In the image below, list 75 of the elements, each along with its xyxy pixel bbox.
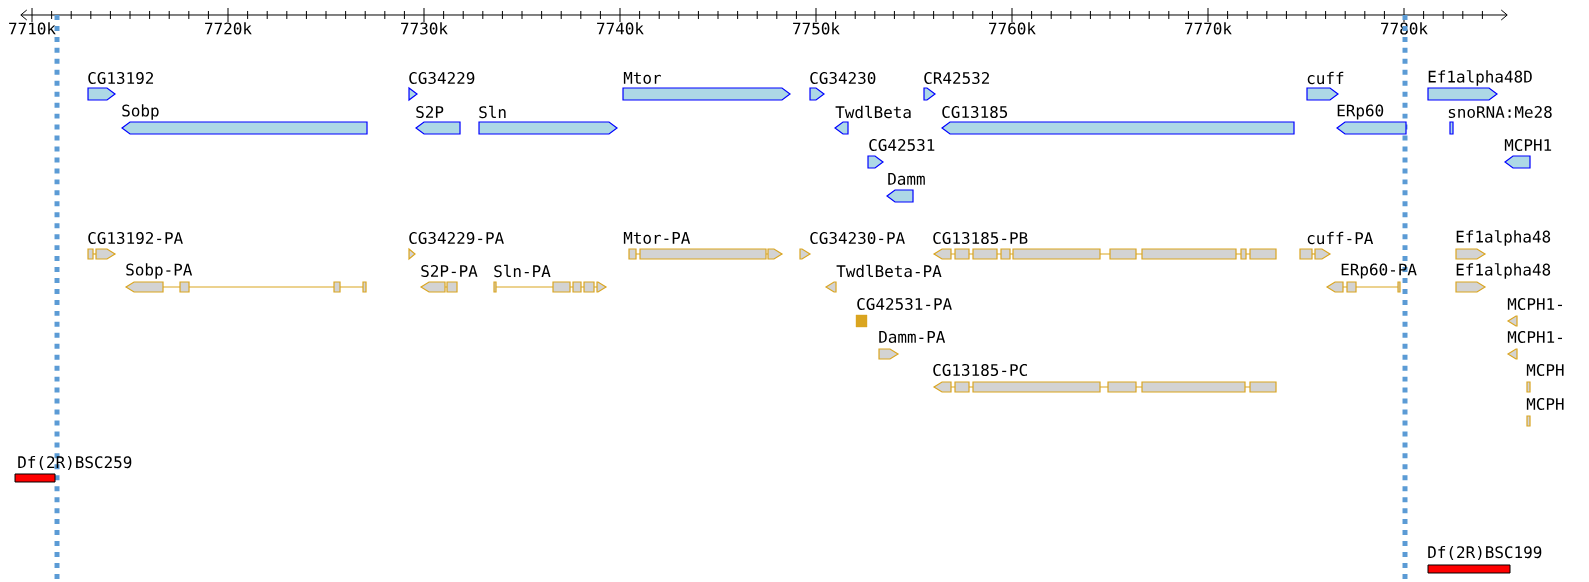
gene-feature: Ef1alpha48D bbox=[1427, 70, 1532, 101]
node-label: Ef1alpha48 bbox=[1456, 263, 1551, 279]
node-label: TwdlBeta-PA bbox=[836, 264, 942, 278]
node-label: MCPH bbox=[1526, 363, 1564, 377]
deficiency-bar: Df(2R)BSC259 bbox=[14, 455, 132, 483]
gene-feature: CG13192 bbox=[87, 71, 154, 101]
node-label: S2P-PA bbox=[421, 264, 478, 278]
transcript-feature: cuff-PA bbox=[1299, 231, 1374, 260]
node-label: CG13192-PA bbox=[88, 231, 183, 245]
tick-label: 7710k bbox=[9, 22, 56, 35]
tick-label: 7730k bbox=[401, 22, 448, 35]
gene-feature: snoRNA:Me28 bbox=[1448, 105, 1552, 135]
node-label: CG34229-PA bbox=[409, 231, 504, 245]
node-label: Ef1alpha48 bbox=[1456, 230, 1551, 246]
tick-label: 7720k bbox=[205, 22, 252, 35]
node-label: Mtor bbox=[623, 72, 661, 84]
tick-label: 7760k bbox=[989, 22, 1036, 35]
transcript-feature: MCPH bbox=[1526, 397, 1564, 427]
node-label: Sln bbox=[479, 105, 506, 119]
node-label: CG34230-PA bbox=[810, 231, 905, 245]
tick-label: 7750k bbox=[793, 22, 840, 35]
gene-feature: TwdlBeta bbox=[834, 105, 911, 135]
node-label: CG13185-PC bbox=[933, 363, 1027, 377]
node-label: Sln-PA bbox=[494, 264, 551, 278]
gene-feature: CG42531 bbox=[867, 138, 935, 169]
tick-label: 7770k bbox=[1185, 22, 1232, 35]
node-label: MCPH1- bbox=[1507, 297, 1563, 311]
node-label: CG34229 bbox=[409, 71, 475, 85]
node-label: Mtor-PA bbox=[623, 232, 691, 244]
node-label: cuff-PA bbox=[1307, 231, 1374, 245]
gene-feature: CG34230 bbox=[809, 71, 876, 101]
gene-feature: S2P bbox=[415, 105, 461, 135]
node-label: CG42531 bbox=[869, 138, 935, 152]
gene-feature: CR42532 bbox=[923, 71, 989, 101]
node-label: Damm-PA bbox=[879, 331, 946, 343]
node-label: ERp60 bbox=[1337, 104, 1384, 120]
node-label: Sobp bbox=[122, 104, 159, 120]
node-label: Df(2R)BSC259 bbox=[18, 455, 132, 471]
gene-feature: ERp60 bbox=[1336, 104, 1407, 135]
transcript-feature: Ef1alpha48 bbox=[1455, 230, 1551, 260]
node-label: Damm bbox=[888, 173, 925, 185]
node-label: CG13192 bbox=[88, 71, 154, 85]
node-label: CR42532 bbox=[924, 71, 990, 85]
transcript-feature: CG13192-PA bbox=[87, 231, 183, 260]
gene-feature: cuff bbox=[1306, 71, 1344, 101]
node-label: CG34230 bbox=[810, 71, 876, 85]
node-label: MCPH bbox=[1526, 397, 1564, 411]
node-label: snoRNA:Me28 bbox=[1448, 105, 1552, 119]
transcript-feature: CG34230-PA bbox=[799, 231, 905, 260]
gene-feature: Sln bbox=[478, 105, 618, 135]
node-label: CG42531-PA bbox=[857, 297, 952, 311]
node-label: MCPH1 bbox=[1504, 138, 1552, 152]
transcript-feature: CG42531-PA bbox=[855, 297, 952, 328]
deficiency-bar: Df(2R)BSC199 bbox=[1427, 545, 1542, 574]
gene-feature: Damm bbox=[886, 173, 925, 203]
node-label: Ef1alpha48D bbox=[1428, 70, 1532, 86]
node-label: TwdlBeta bbox=[835, 105, 911, 119]
gene-feature: Mtor bbox=[622, 72, 791, 101]
node-label: Df(2R)BSC199 bbox=[1428, 545, 1542, 561]
gene-feature: CG13185 bbox=[941, 105, 1295, 135]
transcript-feature: Sln-PA bbox=[493, 264, 608, 293]
gene-feature: MCPH1 bbox=[1504, 138, 1552, 169]
transcript-feature: Ef1alpha48 bbox=[1455, 263, 1551, 293]
tick-label: 7740k bbox=[597, 22, 644, 35]
node-label: ERp60-PA bbox=[1341, 263, 1417, 279]
gene-feature: Sobp bbox=[121, 104, 368, 135]
transcript-feature: Mtor-PA bbox=[623, 232, 784, 260]
transcript-feature: Damm-PA bbox=[878, 331, 946, 360]
node-label: S2P bbox=[416, 105, 444, 119]
transcript-feature: MCPH bbox=[1526, 363, 1564, 393]
node-label: Sobp-PA bbox=[126, 263, 193, 279]
node-label: MCPH1- bbox=[1507, 330, 1563, 344]
node-label: CG13185 bbox=[942, 105, 1008, 119]
node-label: CG13185-PB bbox=[933, 231, 1028, 245]
node-label: cuff bbox=[1307, 71, 1344, 85]
